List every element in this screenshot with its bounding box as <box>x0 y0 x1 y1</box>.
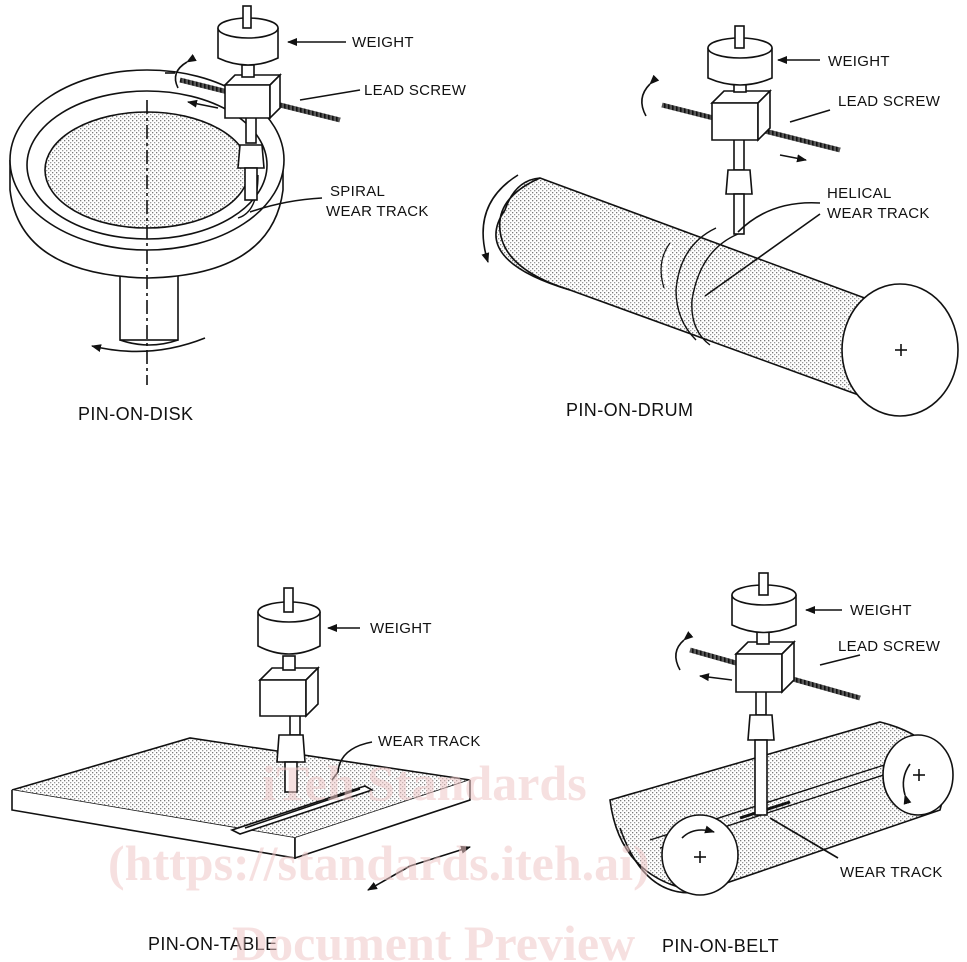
helical-wear-track <box>691 233 739 346</box>
disk-weight-label: WEIGHT <box>352 34 414 51</box>
drum-weight-label: WEIGHT <box>828 53 890 70</box>
table-track-label: WEAR TRACK <box>378 733 481 750</box>
caption-pin-on-belt: PIN-ON-BELT <box>662 936 779 956</box>
belt-track-label: WEAR TRACK <box>840 864 943 881</box>
caption-pin-on-disk: PIN-ON-DISK <box>78 404 193 424</box>
watermark-line-2: (https://standards.iteh.ai) <box>108 835 650 891</box>
disk-track-label-2: WEAR TRACK <box>326 203 429 220</box>
watermark-line-1: iTeh Standards <box>262 755 587 811</box>
belt-lead-screw-label: LEAD SCREW <box>838 638 941 655</box>
panel-pin-on-table <box>11 587 471 891</box>
disk-lead-screw-label: LEAD SCREW <box>364 82 467 99</box>
disk-track-label-1: SPIRAL <box>330 183 385 200</box>
table-weight <box>257 612 321 655</box>
panel-pin-on-belt <box>609 572 954 896</box>
table-wear-track <box>229 785 374 835</box>
shaft-rotation-arrow <box>91 337 206 353</box>
caption-pin-on-table: PIN-ON-TABLE <box>148 934 277 954</box>
panel-pin-on-disk <box>9 5 361 385</box>
drum-track-label-1: HELICAL <box>827 185 892 202</box>
drum-track-label-2: WEAR TRACK <box>827 205 930 222</box>
drum-lead-screw-label: LEAD SCREW <box>838 93 941 110</box>
belt-weight-label: WEIGHT <box>850 602 912 619</box>
caption-pin-on-drum: PIN-ON-DRUM <box>566 400 693 420</box>
panel-pin-on-drum <box>481 25 959 417</box>
table-weight-label: WEIGHT <box>370 620 432 637</box>
watermark-line-3: Document Preview <box>232 915 635 962</box>
